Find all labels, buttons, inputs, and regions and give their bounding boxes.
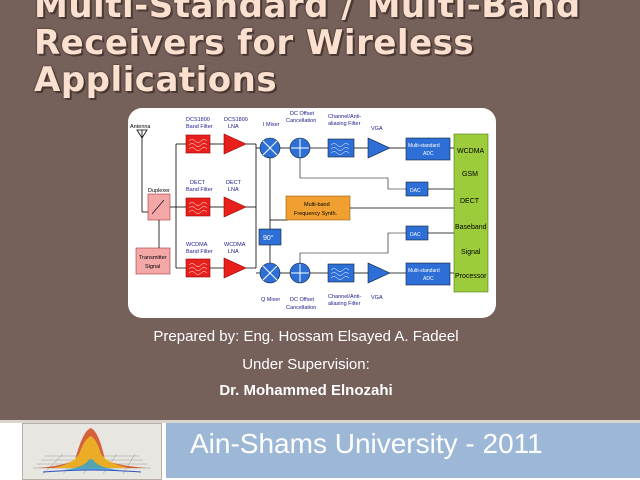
transmitter-label-2: Signal xyxy=(145,264,160,270)
channel-filter-bottom-label-1: Channel/Anti- xyxy=(328,294,361,300)
lna-dect-label-1: DECT xyxy=(226,180,242,186)
dac-1-label: DAC xyxy=(410,188,421,194)
lna-wcdma xyxy=(223,257,247,279)
dc-offset-top xyxy=(289,137,311,159)
dc-offset-bottom xyxy=(289,262,311,284)
supervision-label: Under Supervision: xyxy=(242,356,370,373)
transmitter-label-1: Transmitter xyxy=(139,255,167,261)
lna-wcdma-label-1: WCDMA xyxy=(224,242,246,248)
vga-top xyxy=(367,137,391,159)
receiver-block-diagram: Antenna Duplexer Transmitter Signal DCS1… xyxy=(128,108,496,318)
baseband-processor xyxy=(453,133,489,293)
band-filter-dect-label-2: Band Filter xyxy=(186,187,213,193)
lna-dcs1800 xyxy=(223,133,247,155)
baseband-label-dect: DECT xyxy=(460,198,480,205)
baseband-label-processor: Processor xyxy=(455,273,487,280)
dac-2-label: DAC xyxy=(410,232,421,238)
baseband-label-gsm: GSM xyxy=(462,171,478,178)
band-filter-dect-label-1: DECT xyxy=(190,180,206,186)
dc-offset-bottom-label-1: DC Offset xyxy=(290,297,315,303)
band-filter-wcdma-label-1: WCDMA xyxy=(186,242,208,248)
adc-bottom xyxy=(405,262,451,286)
duplexer-label: Duplexer xyxy=(148,188,170,194)
channel-filter-bottom-label-2: aliasing Filter xyxy=(328,301,361,307)
prepared-by-text: Prepared by: Eng. Hossam Elsayed A. Fade… xyxy=(153,328,459,345)
band-filter-dcs1800-label-1: DCS1800 xyxy=(186,117,210,123)
adc-top xyxy=(405,137,451,161)
band-filter-wcdma-label-2: Band Filter xyxy=(186,249,213,255)
lna-wcdma-label-2: LNA xyxy=(228,249,239,255)
baseband-label-signal: Signal xyxy=(461,249,481,256)
phase-shifter-label: 90° xyxy=(263,234,274,242)
dc-offset-bottom-label-2: Cancellation xyxy=(286,305,316,311)
q-mixer xyxy=(259,262,281,284)
lna-dect xyxy=(223,196,247,218)
surface-plot-thumbnail xyxy=(22,423,162,480)
vga-top-label: VGA xyxy=(371,126,383,132)
vga-bottom-label: VGA xyxy=(371,295,383,301)
title-line-1: Multi-Standard / Multi-Band xyxy=(34,0,581,26)
baseband-label-baseband: Baseband xyxy=(455,224,487,231)
vga-bottom xyxy=(367,262,391,284)
synth-label-1: Multi-band xyxy=(304,202,330,208)
channel-filter-top-label-1: Channel/Anti- xyxy=(328,114,361,120)
i-mixer-label: I Mixer xyxy=(263,122,280,128)
dc-offset-top-label-2: Cancellation xyxy=(286,118,316,124)
adc-bottom-label-1: Multi-standard xyxy=(408,268,440,274)
dc-offset-top-label-1: DC Offset xyxy=(290,111,315,117)
adc-top-label-1: Multi-standard xyxy=(408,143,440,149)
footer-divider xyxy=(0,420,640,423)
baseband-label-wcdma: WCDMA xyxy=(457,148,485,155)
lna-dcs1800-label-1: DCS1800 xyxy=(224,117,248,123)
band-filter-dcs1800 xyxy=(185,134,211,154)
lna-dcs1800-label-2: LNA xyxy=(228,124,239,130)
channel-filter-top xyxy=(327,138,355,158)
channel-filter-bottom xyxy=(327,263,355,283)
footer-bar xyxy=(166,423,640,478)
antenna-label: Antenna xyxy=(130,124,151,130)
antenna-icon xyxy=(136,129,148,148)
synth-label-2: Frequency Synth. xyxy=(294,211,338,217)
title-line-2: Receivers for Wireless xyxy=(34,23,475,63)
transmitter-block xyxy=(135,247,171,275)
adc-bottom-label-2: ADC xyxy=(423,276,434,282)
title-line-3: Applications xyxy=(34,60,278,100)
band-filter-wcdma xyxy=(185,258,211,278)
i-mixer xyxy=(259,137,281,159)
duplexer-block xyxy=(147,193,171,221)
band-filter-dect xyxy=(185,197,211,217)
q-mixer-label: Q Mixer xyxy=(261,297,280,303)
slide-title: Multi-Standard / Multi-Band Receivers fo… xyxy=(34,0,634,99)
lna-dect-label-2: LNA xyxy=(228,187,239,193)
channel-filter-top-label-2: aliasing Filter xyxy=(328,121,361,127)
band-filter-dcs1800-label-2: Band Filter xyxy=(186,124,213,130)
university-footer-text: Ain-Shams University - 2011 xyxy=(190,428,543,459)
adc-top-label-2: ADC xyxy=(423,151,434,157)
supervisor-name: Dr. Mohammed Elnozahi xyxy=(219,382,393,399)
frequency-synthesizer xyxy=(285,195,351,221)
